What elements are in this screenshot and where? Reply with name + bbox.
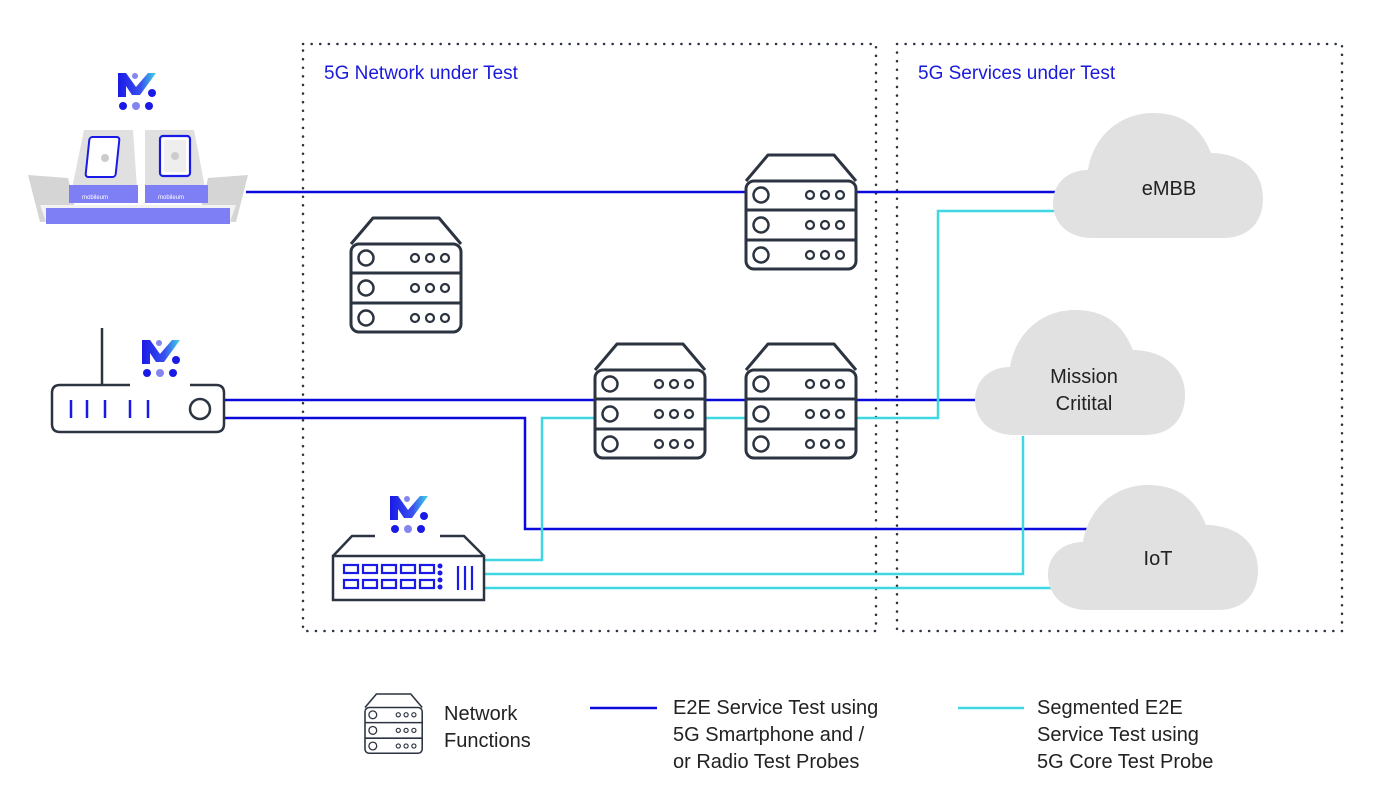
android-phone-icon <box>158 134 192 178</box>
vent-bars-icon <box>456 566 474 590</box>
mobileum-brand-label: mobileum <box>158 195 184 201</box>
apple-phone-icon <box>84 136 121 178</box>
mobileum-brand-label: mobileum <box>82 195 108 201</box>
status-leds-icon <box>437 563 443 590</box>
legend-label: or Radio Test Probes <box>673 751 859 773</box>
core-test-probe[interactable] <box>331 496 486 602</box>
service-label-mission-critical-line1: Mission <box>1050 366 1118 388</box>
legend-label: Network <box>444 703 518 725</box>
cloud-icon <box>1053 113 1263 238</box>
stand-base <box>46 208 230 224</box>
service-label-iot: IoT <box>1144 548 1173 570</box>
network-function-server-icon[interactable] <box>744 342 858 460</box>
signal-bars-icon <box>69 400 150 418</box>
network-function-server-icon[interactable] <box>593 342 707 460</box>
network-function-server-icon[interactable] <box>349 216 463 334</box>
legend: Network Functions E2E Service Test using… <box>364 693 1213 773</box>
e2e-line-radio-to-iot <box>224 416 1095 531</box>
legend-item-segmented: Segmented E2E Service Test using 5G Core… <box>958 697 1213 773</box>
legend-label: 5G Smartphone and / <box>673 724 865 746</box>
smartphone-probe-stand[interactable]: mobileum mobileum <box>28 73 248 224</box>
network-function-server-icon[interactable] <box>744 153 858 271</box>
zone-services-under-test: 5G Services under Test <box>895 42 1344 633</box>
zone-title-network: 5G Network under Test <box>324 63 519 84</box>
service-label-mission-critical-line2: Critital <box>1056 393 1113 415</box>
power-button-icon <box>188 397 212 421</box>
legend-item-e2e: E2E Service Test using 5G Smartphone and… <box>590 697 878 773</box>
legend-label: E2E Service Test using <box>673 697 878 719</box>
service-cloud-mission-critical[interactable]: Mission Critital <box>975 310 1185 435</box>
mobileum-logo-icon <box>142 340 180 377</box>
zone-title-services: 5G Services under Test <box>918 63 1116 84</box>
service-cloud-embb[interactable]: eMBB <box>1053 113 1263 238</box>
legend-label: 5G Core Test Probe <box>1037 751 1213 773</box>
mobileum-logo-icon <box>390 496 428 533</box>
ports-icon <box>342 563 436 590</box>
server-icon <box>364 693 423 755</box>
service-cloud-iot[interactable]: IoT <box>1048 485 1258 610</box>
service-label-embb: eMBB <box>1142 178 1196 200</box>
legend-item-network-functions: Network Functions <box>364 693 531 755</box>
segmented-line-core-to-mission-critical <box>484 436 1025 576</box>
legend-label: Functions <box>444 730 531 752</box>
zone-network-under-test: 5G Network under Test <box>301 42 878 633</box>
segmented-line-core-to-embb <box>484 209 1055 562</box>
radio-test-probe[interactable] <box>50 328 226 434</box>
legend-label: Segmented E2E <box>1037 697 1183 719</box>
mobileum-logo-icon <box>118 73 156 110</box>
legend-label: Service Test using <box>1037 724 1199 746</box>
